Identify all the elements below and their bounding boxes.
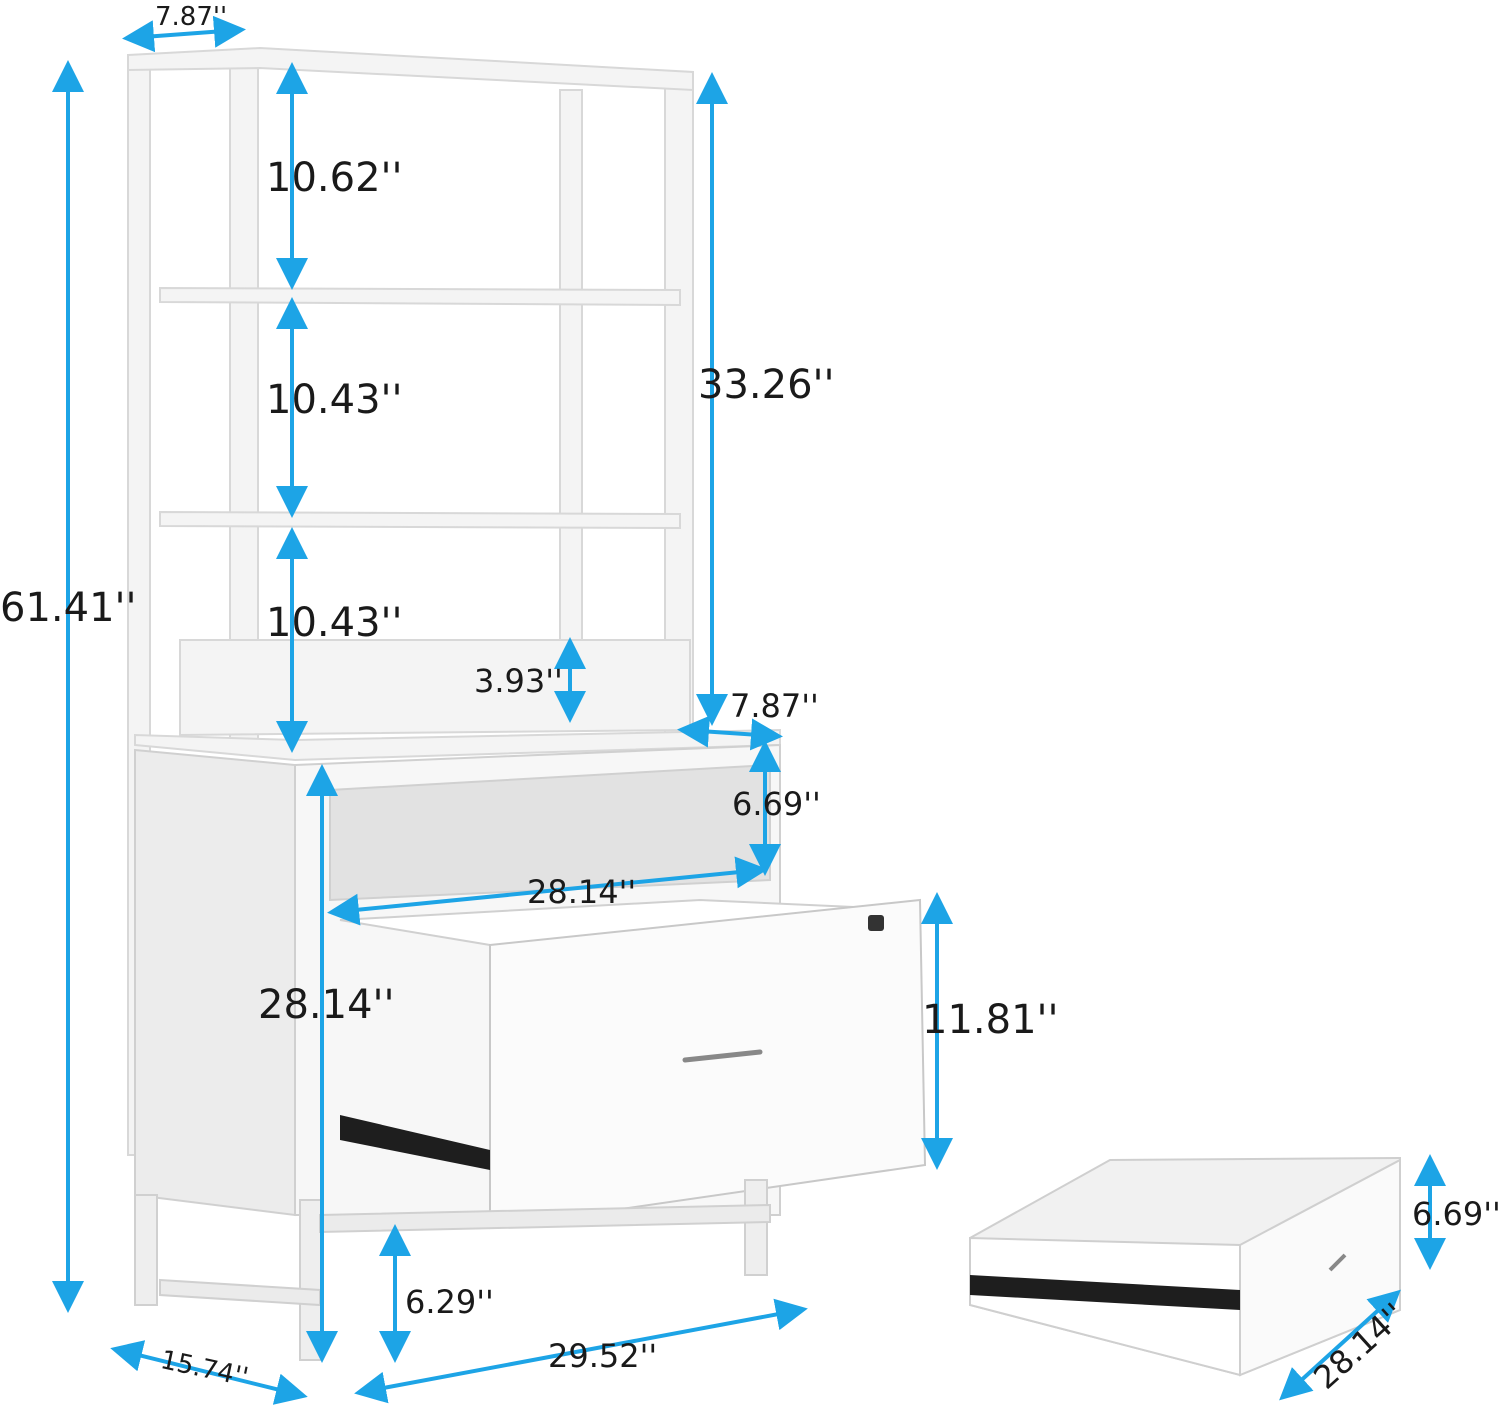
dim-back-rail: 3.93'' — [474, 662, 563, 700]
dim-cabinet-height: 28.14'' — [258, 982, 395, 1028]
dim-hutch-height: 33.26'' — [698, 362, 835, 408]
dim-hutch-depth: 7.87'' — [730, 687, 819, 725]
dim-drawer-front: 11.81'' — [922, 997, 1059, 1043]
dim-top-depth: 7.87'' — [155, 2, 228, 32]
dim-shelf3: 10.43'' — [266, 600, 403, 646]
dim-total-height: 61.41'' — [0, 585, 137, 631]
dim-open-cubby: 6.69'' — [732, 785, 821, 823]
dim-drawer-height: 6.69'' — [1412, 1195, 1500, 1233]
dim-shelf1: 10.62'' — [266, 155, 403, 201]
dim-shelf2: 10.43'' — [266, 377, 403, 423]
dim-width: 29.52'' — [548, 1337, 658, 1375]
dim-leg-clearance: 6.29'' — [405, 1283, 494, 1321]
dim-inner-width: 28.14'' — [527, 873, 637, 911]
